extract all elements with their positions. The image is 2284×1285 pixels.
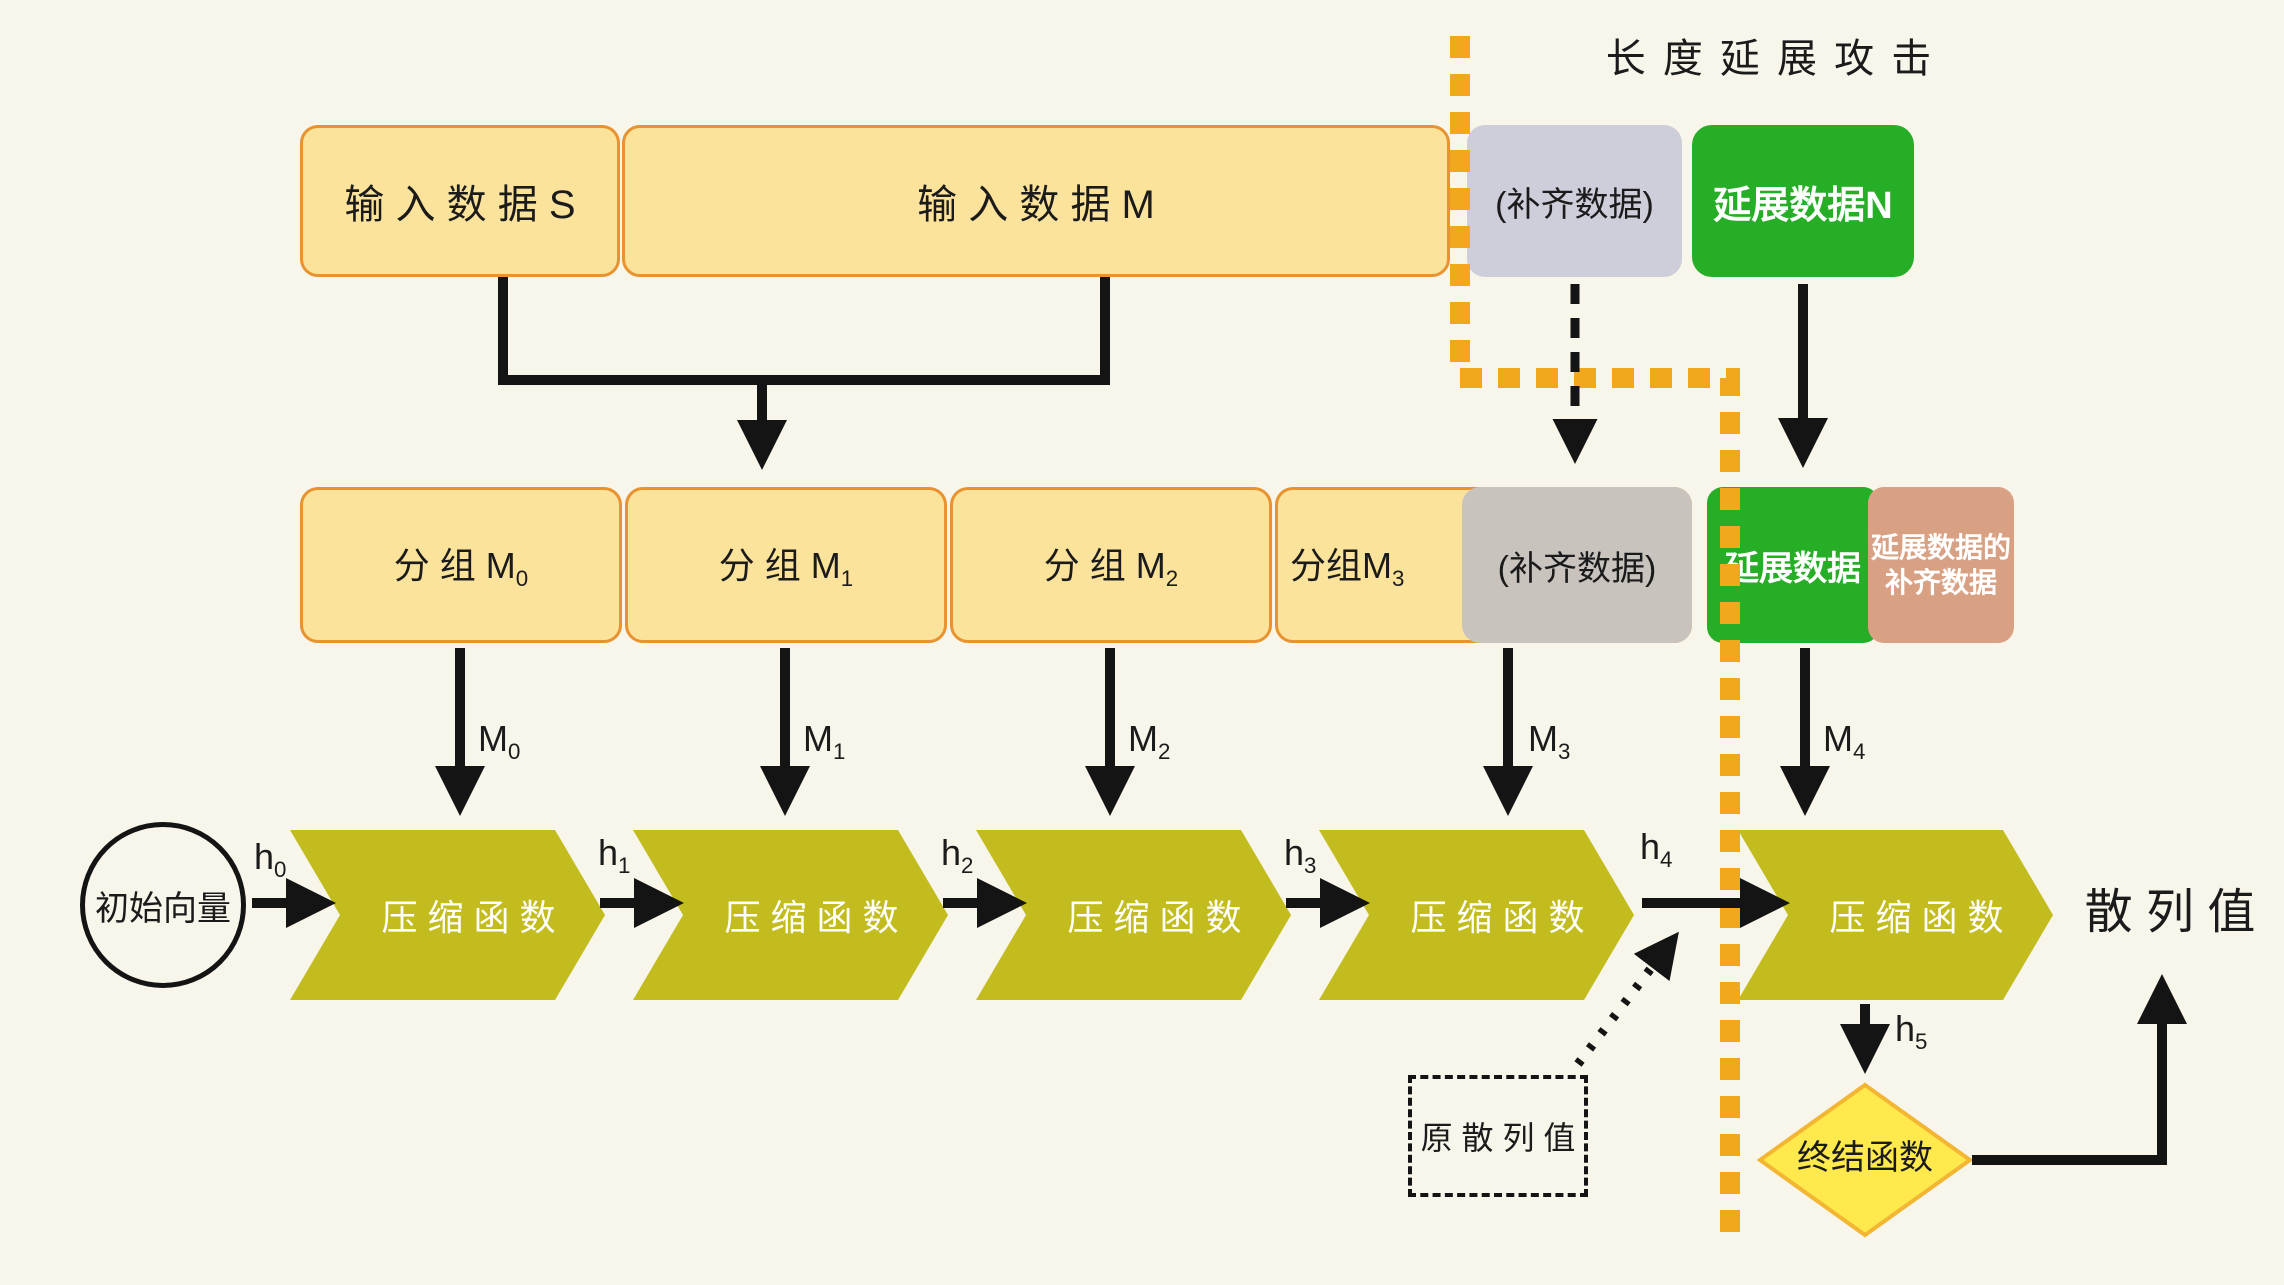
m0-label: M0	[478, 718, 521, 765]
compression-chevron-1: 压 缩 函 数	[290, 830, 605, 1000]
extension-data-label: 延展数据	[1725, 549, 1861, 588]
hash-output-arrow	[1972, 974, 2187, 1165]
input-merge-bracket	[498, 277, 1110, 385]
compression-chevron-4: 压 缩 函 数	[1319, 830, 1634, 1000]
extension-data-n-label: 延展数据N	[1713, 184, 1893, 227]
padding-data-top-box: (补齐数据)	[1467, 125, 1682, 277]
initial-vector-label: 初始向量	[95, 889, 231, 928]
compression-chevron-3: 压 缩 函 数	[976, 830, 1291, 1000]
compression-label-2: 压 缩 函 数	[724, 897, 899, 938]
group-m3-label: 分组M3	[1290, 545, 1405, 592]
padding-data-row-label: (补齐数据)	[1497, 549, 1657, 588]
extension-data-box: 延展数据	[1707, 487, 1879, 643]
extension-padding-line1: 延展数据的	[1870, 532, 2011, 563]
group-m1-label: 分 组 M1	[718, 545, 854, 592]
final-function-label: 终结函数	[1797, 1139, 1933, 1177]
extension-data-n-box: 延展数据N	[1692, 125, 1914, 277]
compression-label-5: 压 缩 函 数	[1829, 897, 2004, 938]
input-data-m-box: 输 入 数 据 M	[622, 125, 1450, 277]
original-hash-box: 原 散 列 值	[1408, 1075, 1588, 1197]
group-m1-box: 分 组 M1	[625, 487, 947, 643]
m4-label: M4	[1823, 718, 1866, 765]
input-data-m-label: 输 入 数 据 M	[917, 183, 1155, 227]
m1-label: M1	[803, 718, 846, 765]
padding-data-top-label: (补齐数据)	[1495, 185, 1654, 224]
h0-label: h0	[254, 836, 287, 883]
extension-padding-box: 延展数据的 补齐数据	[1868, 487, 2014, 643]
m3-label: M3	[1528, 718, 1571, 765]
h3-label: h3	[1284, 832, 1317, 879]
h2-label: h2	[941, 832, 974, 879]
hash-value-label: 散 列 值	[2084, 886, 2256, 939]
compression-chevron-2: 压 缩 函 数	[633, 830, 948, 1000]
group-m0-label: 分 组 M0	[393, 545, 529, 592]
compression-label-1: 压 缩 函 数	[381, 897, 556, 938]
h1-label: h1	[598, 832, 631, 879]
compression-label-4: 压 缩 函 数	[1410, 897, 1585, 938]
input-data-s-box: 输 入 数 据 S	[300, 125, 620, 277]
input-data-s-label: 输 入 数 据 S	[344, 183, 576, 227]
m2-label: M2	[1128, 718, 1171, 765]
initial-vector-circle: 初始向量	[80, 822, 246, 988]
compression-chevron-5: 压 缩 函 数	[1738, 830, 2053, 1000]
diagram-title: 长 度 延 展 攻 击	[1605, 37, 1935, 81]
compression-label-3: 压 缩 函 数	[1067, 897, 1242, 938]
padding-data-row-box: (补齐数据)	[1462, 487, 1692, 643]
group-m2-label: 分 组 M2	[1043, 545, 1179, 592]
extension-padding-line2: 补齐数据	[1884, 567, 1997, 598]
h4-label: h4	[1640, 826, 1673, 873]
h5-label: h5	[1895, 1008, 1928, 1055]
group-m0-box: 分 组 M0	[300, 487, 622, 643]
group-m2-box: 分 组 M2	[950, 487, 1272, 643]
original-hash-label: 原 散 列 值	[1420, 1120, 1576, 1156]
